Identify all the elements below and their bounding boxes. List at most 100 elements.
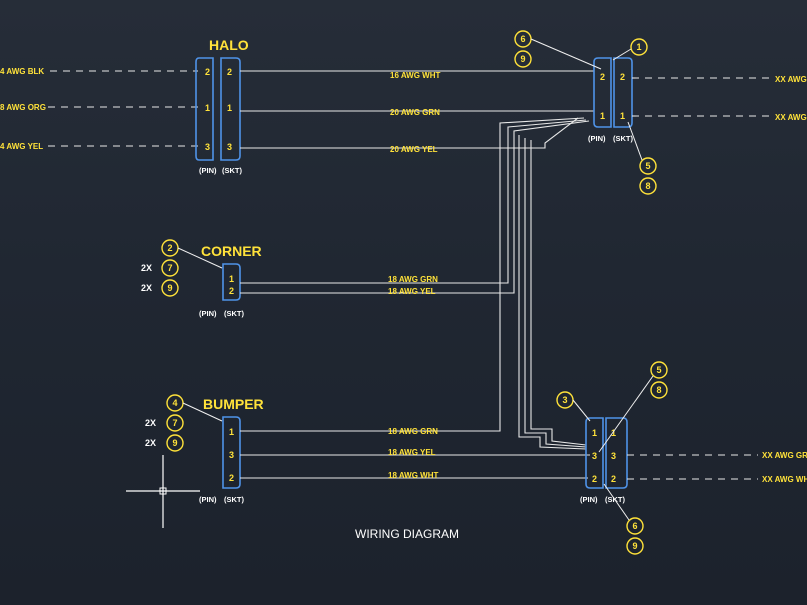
input-wire-label: 8 AWG ORG (0, 103, 46, 112)
callout-number: 5 (656, 365, 661, 375)
halo-wires: 16 AWG WHT 20 AWG GRN 20 AWG YEL (240, 70, 594, 154)
halo-pin-number: 3 (205, 142, 210, 152)
quantity-multiplier: 2X (145, 418, 156, 428)
bumper-housing (222, 416, 241, 489)
quantity-multiplier: 2X (141, 283, 152, 293)
callout-balloon (639, 177, 657, 195)
bumper-wire-label: 18 AWG GRN (388, 427, 438, 436)
callout-leader (598, 375, 654, 453)
callout-number: 6 (520, 34, 525, 44)
top-right-pin-housing (593, 57, 612, 128)
callout-balloon (166, 414, 184, 432)
callout-balloon (514, 50, 532, 68)
socket-label: (SKT) (613, 134, 633, 143)
callout-leader (603, 483, 630, 521)
pin-label: (PIN) (199, 495, 217, 504)
output-wire-label: XX AWG GR (762, 451, 807, 460)
top-right-pin-number: 1 (600, 111, 605, 121)
corner-wire-label: 18 AWG YEL (388, 287, 436, 296)
halo-socket-number: 2 (227, 67, 232, 77)
top-right-socket-housing (613, 57, 633, 128)
left-input-wires: 4 AWG BLK 8 AWG ORG 4 AWG YEL (0, 67, 198, 151)
callout-leader (177, 247, 223, 269)
bottom-right-pin-number: 1 (592, 428, 597, 438)
halo-socket-number: 1 (227, 103, 232, 113)
halo-pin-number: 1 (205, 103, 210, 113)
pin-label: (PIN) (199, 309, 217, 318)
corner-wire-grn (240, 119, 587, 284)
halo-pin-housing (195, 57, 214, 161)
callout-number: 8 (645, 181, 650, 191)
top-right-socket-number: 1 (620, 111, 625, 121)
input-wire-label: 4 AWG YEL (0, 142, 43, 151)
bottom-right-connector[interactable]: 1 3 2 1 3 2 (PIN) (SKT) (580, 417, 628, 504)
halo-wire-label: 20 AWG YEL (390, 145, 438, 154)
bumper-pin-number: 1 (229, 427, 234, 437)
halo-wire-label: 16 AWG WHT (390, 71, 440, 80)
bumper-wire-label: 18 AWG WHT (388, 471, 438, 480)
callout-leader (572, 399, 591, 422)
quantity-multiplier: 2X (141, 263, 152, 273)
halo-wire-yel (240, 117, 579, 149)
callout-number: 2 (167, 243, 172, 253)
callout-leader (182, 402, 223, 422)
bumper-wire-label: 18 AWG YEL (388, 448, 436, 457)
trunk-wire (524, 138, 587, 448)
pin-label: (PIN) (199, 166, 217, 175)
input-wire-label: 4 AWG BLK (0, 67, 44, 76)
bottom-right-pin-number: 2 (592, 474, 597, 484)
callout-number: 9 (520, 54, 525, 64)
bottom-right-pin-number: 3 (592, 451, 597, 461)
callout-balloon (639, 157, 657, 175)
top-right-connector[interactable]: 2 1 2 1 (PIN) (SKT) (588, 57, 633, 143)
callout-balloon (161, 259, 179, 277)
socket-label: (SKT) (222, 166, 242, 175)
socket-label: (SKT) (224, 495, 244, 504)
trunk-wire (530, 140, 587, 446)
top-right-pin-number: 2 (600, 72, 605, 82)
halo-connector[interactable]: HALO 2 1 3 2 1 3 (PIN) (SKT) (195, 37, 249, 175)
callout-number: 7 (167, 263, 172, 273)
output-wire-label: XX AWG WH (762, 475, 807, 484)
callout-number: 9 (167, 283, 172, 293)
top-right-socket-number: 2 (620, 72, 625, 82)
trunk-wires (518, 135, 587, 450)
top-right-balloons: 6 9 1 5 8 (514, 30, 657, 195)
callout-balloon (630, 38, 648, 56)
halo-wire-label: 20 AWG GRN (390, 108, 440, 117)
callout-balloon (161, 279, 179, 297)
callout-balloon (626, 537, 644, 555)
callout-leader (530, 38, 602, 70)
diagram-title: WIRING DIAGRAM (355, 527, 459, 541)
bumper-pin-number: 2 (229, 473, 234, 483)
bottom-right-balloons: 3 5 8 6 9 (556, 361, 668, 555)
callout-leader (612, 48, 632, 61)
pin-label: (PIN) (580, 495, 598, 504)
callout-number: 9 (172, 438, 177, 448)
top-right-output-wires: XX AWG XX AWG (632, 75, 807, 122)
callout-number: 5 (645, 161, 650, 171)
bumper-connector[interactable]: BUMPER 1 3 2 (PIN) (SKT) 4 7 9 2X 2X (145, 394, 264, 504)
callout-number: 4 (172, 398, 177, 408)
callout-number: 6 (632, 521, 637, 531)
bottom-right-socket-number: 3 (611, 451, 616, 461)
crosshair-cursor (126, 455, 200, 528)
output-wire-label: XX AWG (775, 113, 807, 122)
callout-balloon (626, 517, 644, 535)
corner-wire-yel (240, 120, 590, 294)
bumper-pin-number: 3 (229, 450, 234, 460)
corner-connector[interactable]: CORNER 1 2 (PIN) (SKT) 2 7 9 2X 2X (141, 239, 262, 318)
callout-number: 9 (632, 541, 637, 551)
corner-housing (222, 263, 241, 301)
bumper-connector-title: BUMPER (203, 396, 264, 412)
callout-number: 1 (636, 42, 641, 52)
bottom-right-socket-housing (605, 417, 628, 489)
corner-wire-label: 18 AWG GRN (388, 275, 438, 284)
halo-socket-housing (220, 57, 241, 161)
bottom-right-socket-number: 1 (611, 428, 616, 438)
socket-label: (SKT) (224, 309, 244, 318)
quantity-multiplier: 2X (145, 438, 156, 448)
bottom-right-output-wires: XX AWG GR XX AWG WH (627, 451, 807, 484)
